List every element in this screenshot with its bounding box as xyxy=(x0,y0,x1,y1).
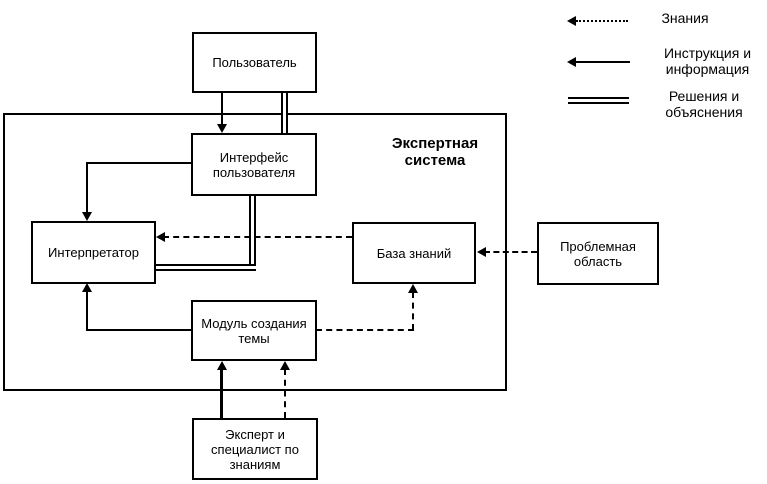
legend-knowledge-arrowhead xyxy=(567,16,576,26)
double-line-ui-to-interpreter-v xyxy=(249,196,256,264)
node-user: Пользователь xyxy=(192,32,317,93)
arrow-user-to-ui-line xyxy=(221,93,223,127)
dashed-module-to-kb-head xyxy=(408,284,418,293)
legend-decisions-label: Решения и объяснения xyxy=(665,88,743,120)
dashed-module-to-kb-vline xyxy=(412,292,414,330)
dashed-kb-to-interpreter-head xyxy=(156,232,165,242)
legend-instruction-arrowhead xyxy=(567,57,576,67)
dashed-problem-to-kb-head xyxy=(477,247,486,257)
arrow-module-to-interpreter-hline xyxy=(87,329,191,331)
arrow-module-to-interpreter-head xyxy=(82,283,92,292)
node-problem-area: Проблемная область xyxy=(537,222,659,285)
node-creation-module: Модуль создания темы xyxy=(191,300,317,361)
legend-instruction-line xyxy=(576,61,630,63)
arrow-ui-to-interpreter-vline xyxy=(86,162,88,214)
legend-knowledge-label: Знания xyxy=(661,10,709,26)
dashed-expert-to-module-line xyxy=(284,369,286,418)
node-interpreter: Интерпретатор xyxy=(31,221,156,284)
node-user-interface: Интерфейс пользователя xyxy=(191,133,317,196)
expert-system-title: Экспертная система xyxy=(391,135,479,169)
arrow-expert-to-module-line xyxy=(220,369,223,418)
node-expert: Эксперт и специалист по знаниям xyxy=(192,418,318,480)
legend-knowledge-line xyxy=(576,20,628,22)
double-line-ui-to-user xyxy=(281,93,288,133)
arrow-ui-to-interpreter-hline xyxy=(87,162,191,164)
arrow-ui-to-interpreter-head xyxy=(82,212,92,221)
arrow-module-to-interpreter-vline xyxy=(86,291,88,331)
arrow-expert-to-module-head xyxy=(217,361,227,370)
dashed-problem-to-kb-line xyxy=(484,251,537,253)
dashed-kb-to-interpreter-line xyxy=(163,236,352,238)
dashed-module-to-kb-hline xyxy=(316,329,414,331)
node-knowledge-base: База знаний xyxy=(352,222,476,284)
double-line-ui-to-interpreter-h xyxy=(155,264,256,271)
legend-instruction-label: Инструкция и информация xyxy=(663,45,752,77)
legend-decisions-line xyxy=(568,97,629,104)
arrow-user-to-ui-head xyxy=(217,124,227,133)
dashed-expert-to-module-head xyxy=(280,361,290,370)
